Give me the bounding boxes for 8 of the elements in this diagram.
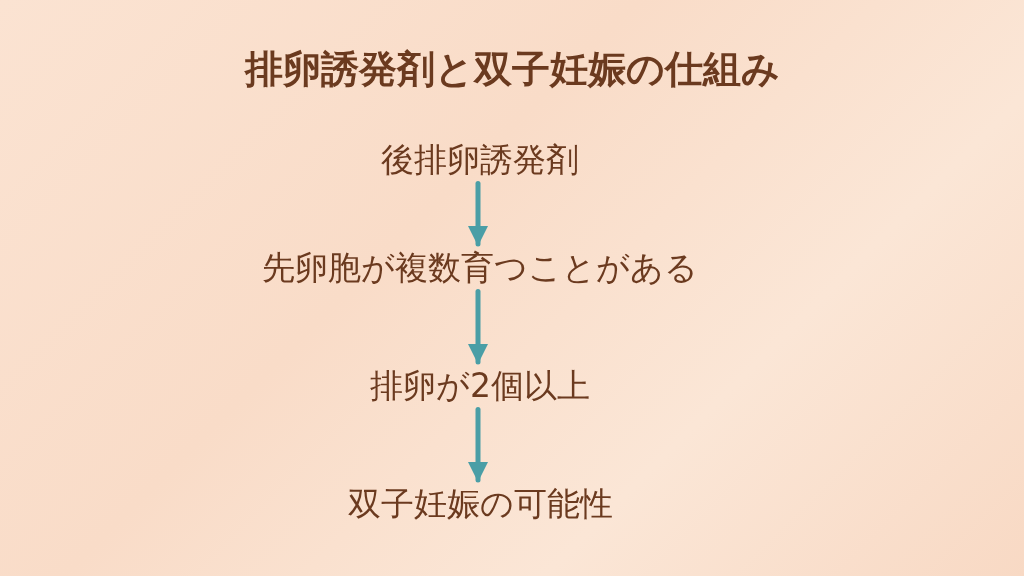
step-text: 双子妊娠の可能性: [347, 484, 613, 524]
step-text: 排卵が2個以上: [370, 366, 590, 406]
arrow: [468, 289, 488, 365]
title: 排卵誘発剤と双子妊娠の仕組み: [244, 46, 780, 93]
arrow: [468, 181, 488, 247]
step-text: 後排卵誘発剤: [381, 140, 579, 180]
arrow: [468, 407, 488, 483]
step-text: 先卵胞が複数育つことがある: [262, 248, 698, 288]
